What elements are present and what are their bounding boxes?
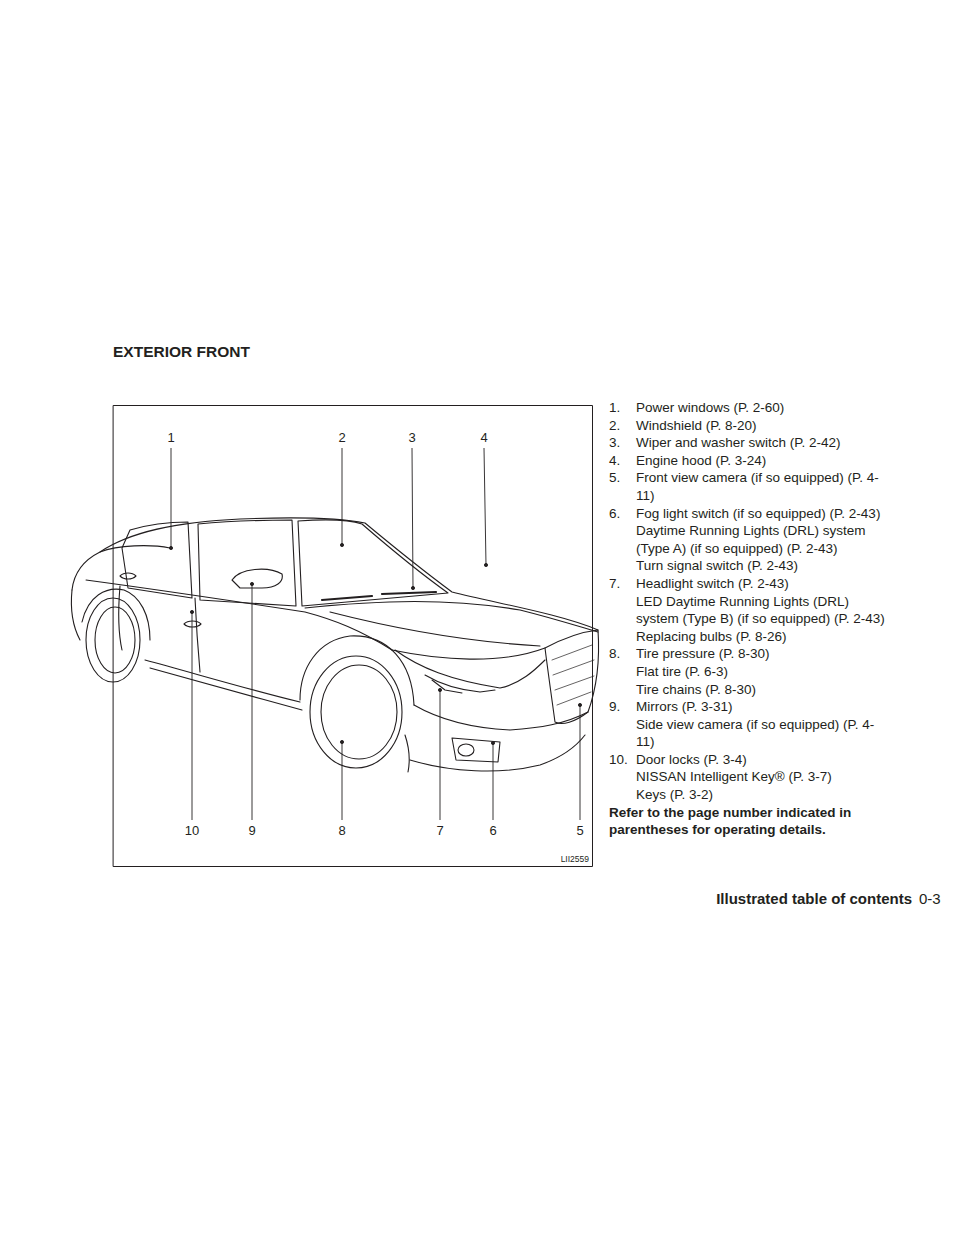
list-item: 4. Engine hood (P. 3-24): [609, 452, 929, 470]
item-entry: Door locks (P. 3-4): [636, 751, 891, 769]
item-entry: NISSAN Intelligent Key® (P. 3-7): [636, 768, 891, 786]
item-entry: Windshield (P. 8-20): [636, 417, 891, 435]
item-number: 1.: [609, 399, 620, 417]
list-item: 3. Wiper and washer switch (P. 2-42): [609, 434, 929, 452]
list-item: 5. Front view camera (if so equipped) (P.…: [609, 469, 929, 504]
item-number: 6.: [609, 505, 620, 523]
item-entry: Keys (P. 3-2): [636, 786, 891, 804]
figure-code: LII2559: [561, 854, 589, 864]
item-entry: Power windows (P. 2-60): [636, 399, 891, 417]
item-number: 5.: [609, 469, 620, 487]
item-entry: Turn signal switch (P. 2-43): [636, 557, 891, 575]
item-number: 8.: [609, 645, 620, 663]
figure-frame: [114, 406, 593, 867]
item-number: 3.: [609, 434, 620, 452]
item-entry: Daytime Running Lights (DRL) system (Typ…: [636, 522, 891, 557]
footer-section: Illustrated table of contents: [716, 890, 912, 907]
item-entry: LED Daytime Running Lights (DRL) system …: [636, 593, 891, 628]
item-number: 7.: [609, 575, 620, 593]
leader-lines: [169, 448, 581, 820]
callout-number: 4: [480, 430, 487, 445]
item-entry: Mirrors (P. 3-31): [636, 698, 891, 716]
callout-number: 10: [185, 823, 199, 838]
item-list: 1. Power windows (P. 2-60) 2. Windshield (P…: [609, 399, 929, 839]
callout-number: 9: [248, 823, 255, 838]
list-item: 9. Mirrors (P. 3-31)Side view camera (if …: [609, 698, 929, 751]
item-entry: Front view camera (if so equipped) (P. 4…: [636, 469, 891, 504]
list-item: 6. Fog light switch (if so equipped) (P. …: [609, 505, 929, 575]
callout-number: 2: [338, 430, 345, 445]
list-item: 2. Windshield (P. 8-20): [609, 417, 929, 435]
list-item: 10. Door locks (P. 3-4)NISSAN Intelligent…: [609, 751, 929, 804]
item-entry: Tire chains (P. 8-30): [636, 681, 891, 699]
item-entry: Replacing bulbs (P. 8-26): [636, 628, 891, 646]
list-item: 7. Headlight switch (P. 2-43)LED Daytime …: [609, 575, 929, 645]
callout-number: 8: [338, 823, 345, 838]
callout-number: 5: [576, 823, 583, 838]
item-entry: Engine hood (P. 3-24): [636, 452, 891, 470]
list-item: 8. Tire pressure (P. 8-30)Flat tire (P. 6…: [609, 645, 929, 698]
item-entry: Tire pressure (P. 8-30): [636, 645, 891, 663]
item-number: 10.: [609, 751, 628, 769]
item-number: 9.: [609, 698, 620, 716]
item-entry: Headlight switch (P. 2-43): [636, 575, 891, 593]
page-number: 0-3: [919, 890, 941, 907]
item-number: 2.: [609, 417, 620, 435]
item-entry: Wiper and washer switch (P. 2-42): [636, 434, 891, 452]
item-entry: Side view camera (if so equipped) (P. 4-…: [636, 716, 891, 751]
callout-number: 6: [489, 823, 496, 838]
item-entry: Flat tire (P. 6-3): [636, 663, 891, 681]
callout-number: 7: [436, 823, 443, 838]
operating-note: Refer to the page number indicated in pa…: [609, 804, 927, 839]
callout-number: 3: [408, 430, 415, 445]
item-entry: Fog light switch (if so equipped) (P. 2-…: [636, 505, 891, 523]
callout-number: 1: [167, 430, 174, 445]
section-title: EXTERIOR FRONT: [113, 343, 250, 361]
list-item: 1. Power windows (P. 2-60): [609, 399, 929, 417]
item-number: 4.: [609, 452, 620, 470]
